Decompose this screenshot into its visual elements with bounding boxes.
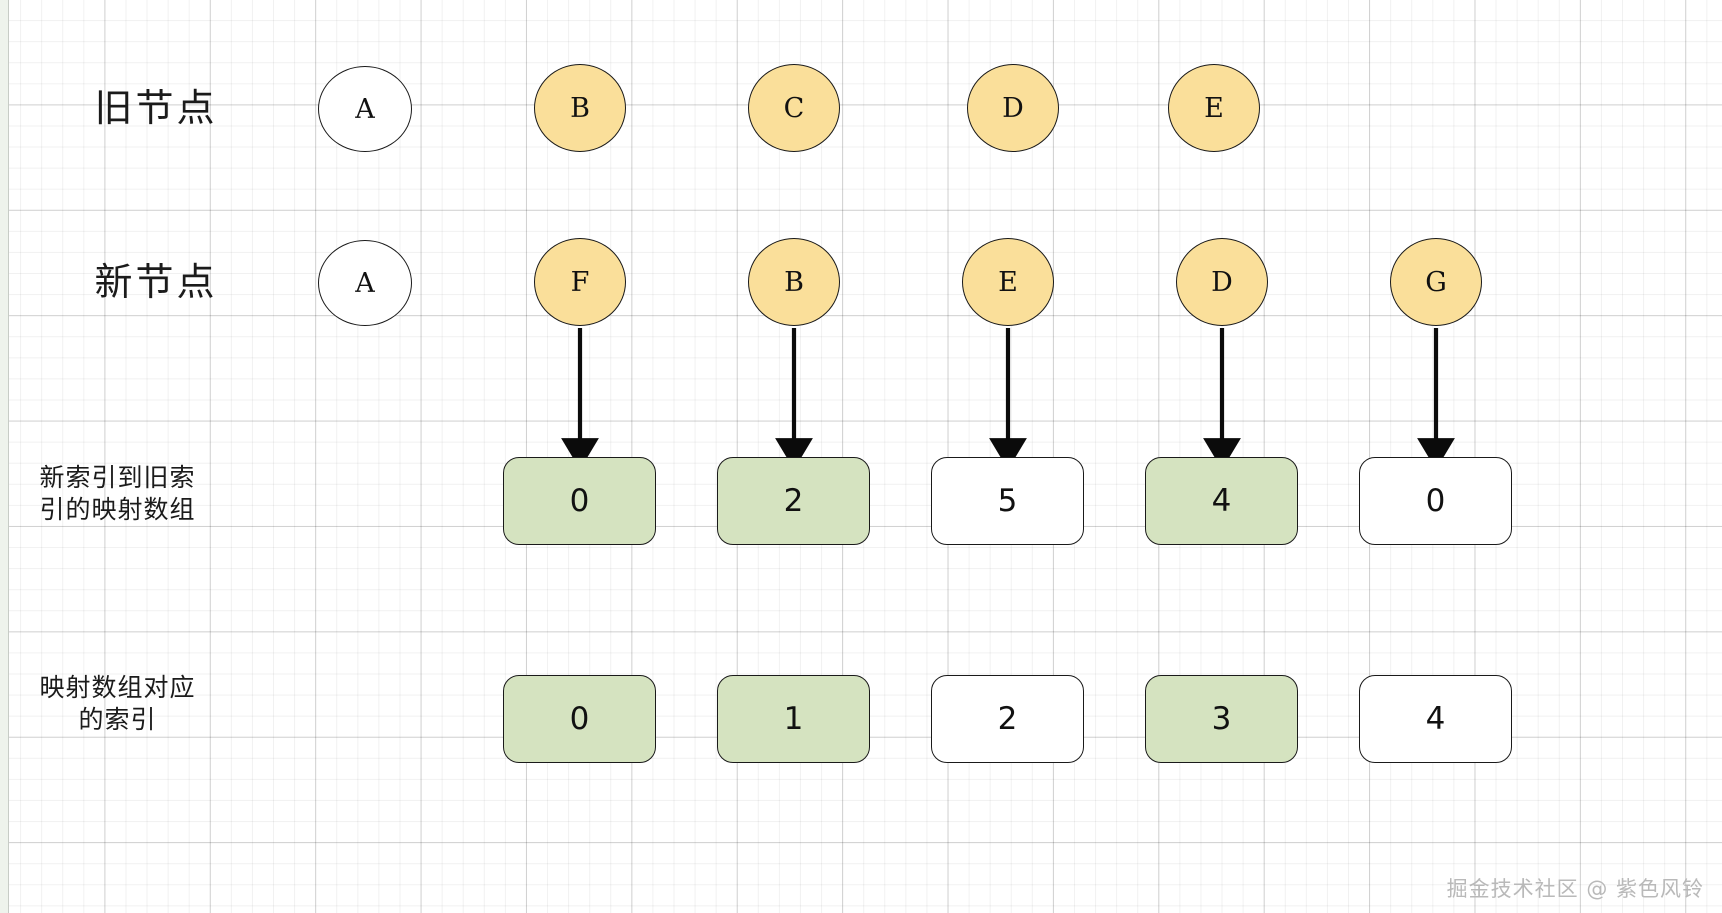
index-map-cell-2[interactable]: 5 [931, 457, 1084, 545]
row-label-old-nodes: 旧节点 [94, 86, 218, 130]
map-index-cell-0[interactable]: 0 [503, 675, 656, 763]
old-node-4[interactable]: E [1168, 64, 1260, 152]
new-node-0[interactable]: A [318, 240, 412, 326]
row-label-map-array-index: 映射数组对应的索引 [39, 673, 196, 734]
map-index-cell-1[interactable]: 1 [717, 675, 870, 763]
index-map-cell-1[interactable]: 2 [717, 457, 870, 545]
map-index-cell-2[interactable]: 2 [931, 675, 1084, 763]
new-node-4[interactable]: D [1176, 238, 1268, 326]
old-node-2[interactable]: C [748, 64, 840, 152]
old-node-1[interactable]: B [534, 64, 626, 152]
index-map-cell-0[interactable]: 0 [503, 457, 656, 545]
spreadsheet-row-gutter [0, 0, 9, 913]
row-label-new-nodes: 新节点 [94, 260, 218, 304]
row-label-index-map-array: 新索引到旧索引的映射数组 [39, 463, 196, 524]
index-map-cell-3[interactable]: 4 [1145, 457, 1298, 545]
index-map-cell-4[interactable]: 0 [1359, 457, 1512, 545]
watermark: 掘金技术社区 @ 紫色风铃 [1446, 877, 1704, 901]
map-index-cell-3[interactable]: 3 [1145, 675, 1298, 763]
old-node-3[interactable]: D [967, 64, 1059, 152]
map-index-cell-4[interactable]: 4 [1359, 675, 1512, 763]
new-node-5[interactable]: G [1390, 238, 1482, 326]
new-node-3[interactable]: E [962, 238, 1054, 326]
new-node-2[interactable]: B [748, 238, 840, 326]
new-node-1[interactable]: F [534, 238, 626, 326]
old-node-0[interactable]: A [318, 66, 412, 152]
